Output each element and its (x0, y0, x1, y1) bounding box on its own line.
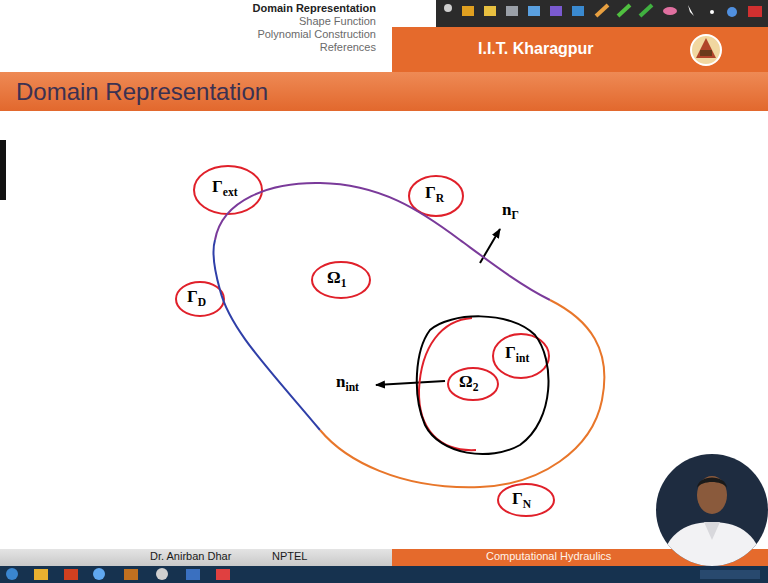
subscript: int (516, 352, 529, 365)
boundary-label: ΓR (425, 183, 444, 206)
window-edge (0, 140, 6, 200)
boundary-curve (417, 316, 549, 454)
subscript: ext (223, 186, 238, 199)
nav-item: References (320, 41, 376, 54)
region-outline (413, 311, 558, 457)
subscript: Γ (511, 209, 518, 222)
subscript: 2 (473, 381, 479, 394)
presenter-video (656, 454, 768, 570)
boundary-label: Γext (212, 177, 238, 200)
boundary-label: ΓN (512, 489, 531, 512)
nav-item: Polynomial Construction (257, 28, 376, 41)
taskbar (0, 566, 768, 583)
institute-bar (392, 27, 768, 72)
toolbar-icons (444, 4, 762, 17)
footer-author: Dr. Anirban Dhar (150, 550, 231, 563)
footer-source: NPTEL (272, 550, 307, 563)
taskbar-icons (6, 568, 760, 580)
normal-label: nΓ (502, 200, 519, 223)
footer-course: Computational Hydraulics (486, 550, 611, 563)
institute-logo (691, 35, 721, 65)
institute-name: I.I.T. Kharagpur (478, 40, 594, 58)
inner-domain: Ω2 (413, 311, 558, 457)
nav-item: Shape Function (299, 15, 376, 28)
region-label: Ω1 (327, 268, 346, 291)
boundary-curve (320, 300, 604, 487)
boundary-curve (213, 240, 320, 430)
region-outline (208, 178, 612, 492)
normal-label: nint (336, 372, 359, 395)
normal-arrow (376, 381, 445, 385)
title-banner (0, 72, 768, 111)
toolbar (436, 0, 768, 27)
subscript: int (345, 381, 358, 394)
subscript: D (198, 296, 206, 309)
subscript: N (523, 498, 531, 511)
nav-current: Domain Representation (253, 2, 376, 15)
boundary-label: ΓD (187, 287, 206, 310)
boundary-curve (215, 183, 550, 300)
subscript: 1 (341, 277, 347, 290)
boundary-label: Γint (505, 343, 529, 366)
subscript: R (436, 192, 444, 205)
footer-left-bar (0, 549, 392, 566)
region-label: Ω2 (459, 372, 478, 395)
slide-title: Domain Representation (16, 78, 268, 106)
outer-domain: Ω1Ω2 (208, 178, 612, 492)
